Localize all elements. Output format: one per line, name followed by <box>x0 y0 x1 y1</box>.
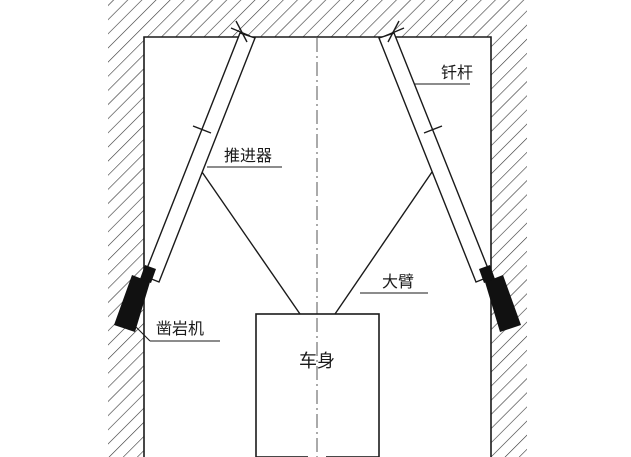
right-rock-drill <box>485 275 521 332</box>
left-boom <box>201 171 301 315</box>
label-rock-drill: 凿岩机 <box>135 319 220 342</box>
boom-label: 大臂 <box>382 272 414 291</box>
vehicle-body-label: 车身 <box>299 351 335 372</box>
left-feeder-rail <box>143 32 256 283</box>
right-feeder-rail <box>378 32 492 283</box>
label-drill-rod: 钎杆 <box>414 63 473 85</box>
label-feeder: 推进器 <box>207 146 282 168</box>
left-feeder-assembly <box>114 20 256 332</box>
drill-rod-label: 钎杆 <box>441 63 473 82</box>
tunnel-rock <box>108 0 527 457</box>
right-boom <box>334 171 433 315</box>
rock-hatch-right <box>491 0 527 457</box>
tunnel-outline <box>143 36 492 457</box>
rock-hatch-left <box>108 0 144 457</box>
left-rock-drill <box>114 275 150 332</box>
rock-drill-label: 凿岩机 <box>156 319 204 338</box>
feeder-label: 推进器 <box>224 146 272 165</box>
label-boom: 大臂 <box>360 272 428 294</box>
vehicle-body: 车身 <box>255 313 380 457</box>
rock-hatch-top <box>144 0 491 37</box>
right-feeder-assembly <box>378 20 521 332</box>
